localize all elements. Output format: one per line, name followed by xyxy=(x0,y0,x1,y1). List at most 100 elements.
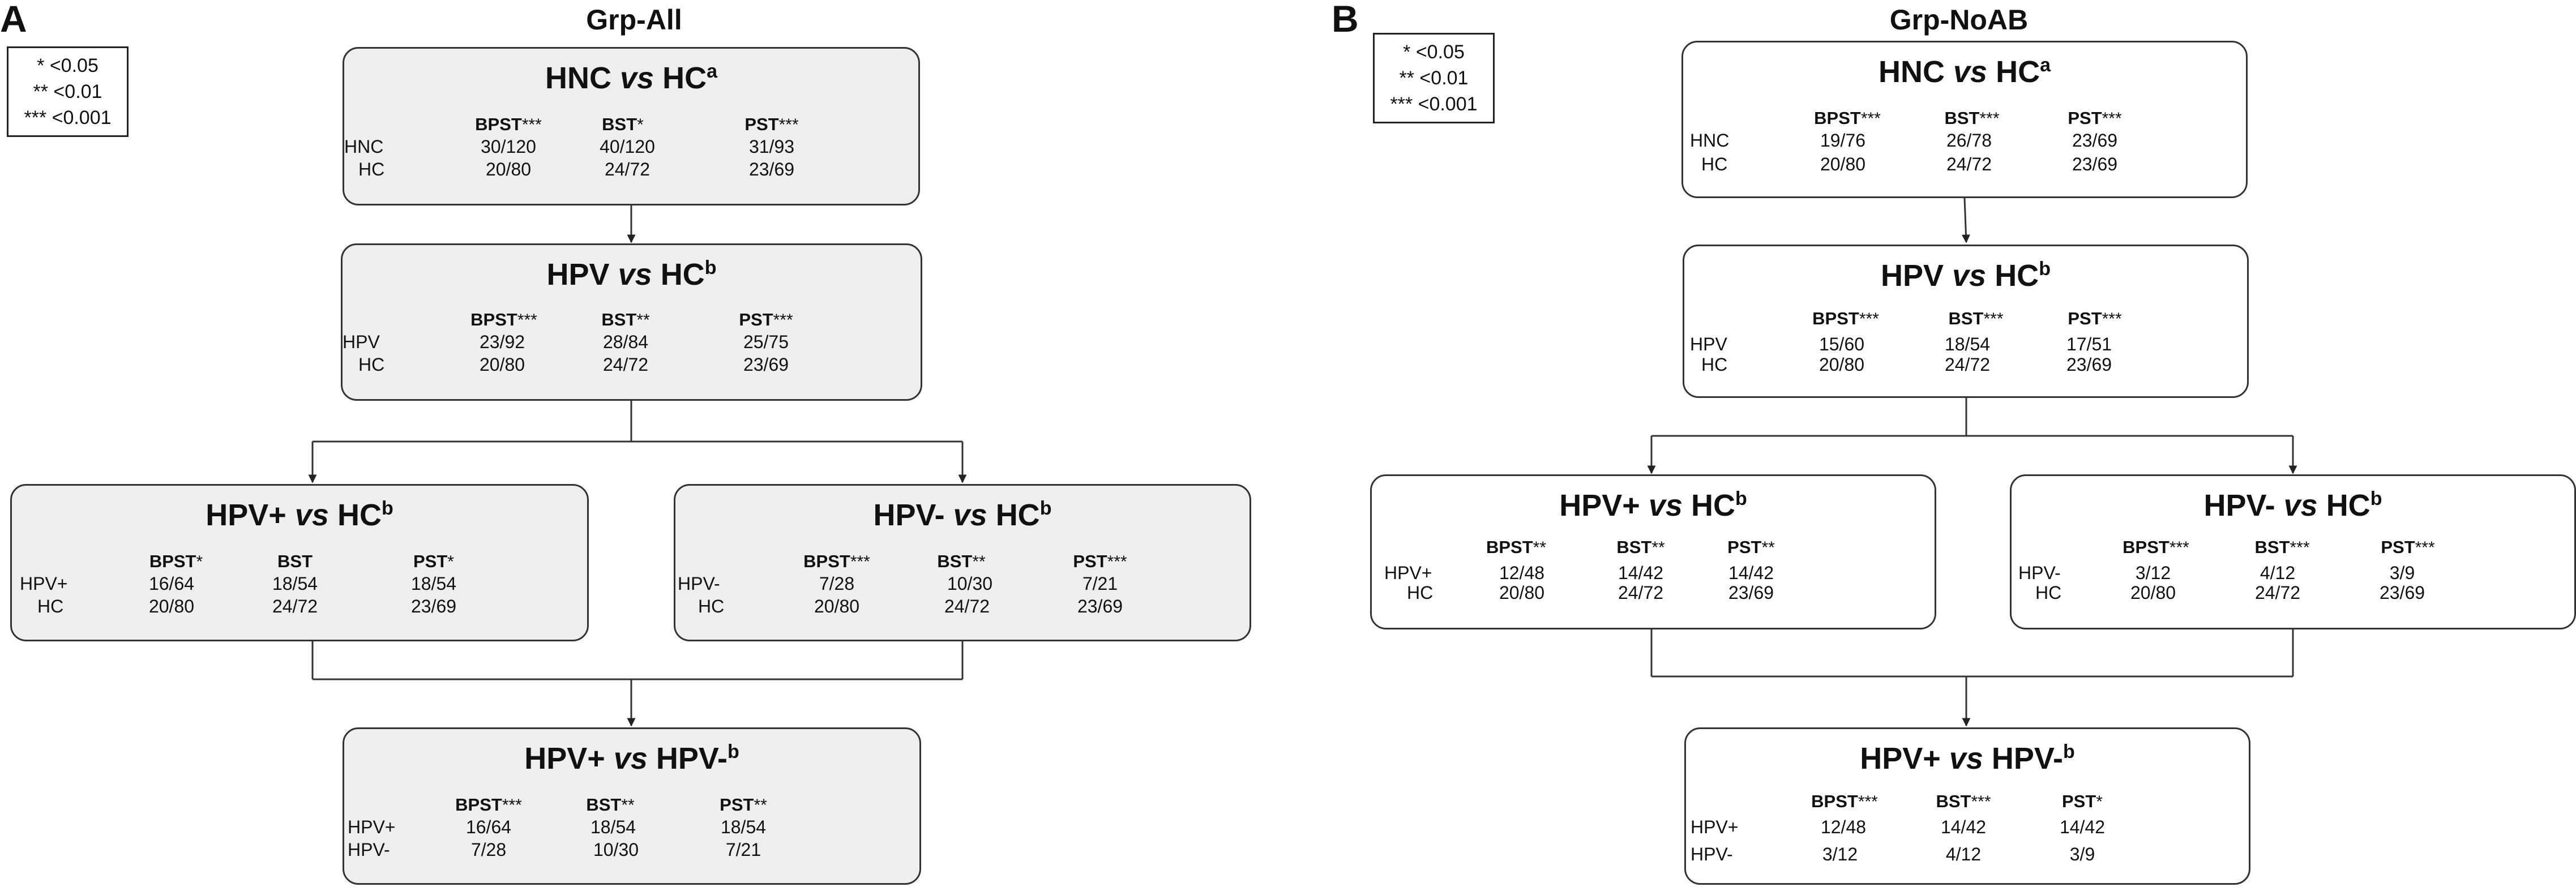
box-title: HPV- vs HCb xyxy=(2203,488,2382,522)
row-label: HPV xyxy=(343,332,380,352)
value-cell: 23/69 xyxy=(2072,154,2118,174)
value-cell: 40/120 xyxy=(600,136,655,157)
value-cell: 23/69 xyxy=(1728,582,1774,603)
legend-line: *** <0.001 xyxy=(1390,93,1478,115)
column-header-bst: BST xyxy=(277,551,313,571)
column-header-bpst: BPST** xyxy=(1486,537,1547,557)
row-label: HPV- xyxy=(1691,844,1733,864)
value-cell: 20/80 xyxy=(479,354,525,375)
value-cell: 28/84 xyxy=(602,332,649,352)
box-title: HPV+ vs HCb xyxy=(1559,488,1747,522)
box-title: HNC vs HCa xyxy=(545,61,718,95)
comparison-box-hpvpos-vs-hpvneg: HPV+ vs HPV-b BPST*** BST*** PST* HPV+ H… xyxy=(1684,727,2250,885)
legend-line: *** <0.001 xyxy=(24,107,112,128)
legend-line: * <0.05 xyxy=(37,55,99,76)
value-cell: 19/76 xyxy=(1820,130,1866,151)
value-cell: 23/69 xyxy=(2072,130,2118,151)
flow-connectors xyxy=(308,205,967,727)
value-cell: 4/12 xyxy=(2260,563,2296,583)
column-header-bpst: BPST*** xyxy=(455,795,522,815)
column-header-bst: BST** xyxy=(586,795,635,815)
row-label: HC xyxy=(37,596,64,616)
value-cell: 20/80 xyxy=(814,596,860,616)
row-label: HC xyxy=(1407,582,1434,603)
value-cell: 23/69 xyxy=(748,159,795,179)
row-label: HC xyxy=(358,354,385,375)
value-cell: 24/72 xyxy=(604,159,651,179)
box-title: HPV+ vs HPV-b xyxy=(1860,741,2075,776)
value-cell: 24/72 xyxy=(1618,582,1664,603)
row-label: HPV- xyxy=(2018,563,2061,583)
column-header-bst: BST*** xyxy=(1936,791,1991,811)
row-label: HNC xyxy=(344,136,384,157)
value-cell: 7/28 xyxy=(819,573,855,594)
value-cell: 10/30 xyxy=(947,573,993,594)
significance-legend: * <0.05 ** <0.01 *** <0.001 xyxy=(1373,33,1495,123)
column-header-bst: BST** xyxy=(1616,537,1665,557)
value-cell: 23/69 xyxy=(743,354,789,375)
value-cell: 23/69 xyxy=(2066,354,2112,375)
arrow-hnc-to-hpv xyxy=(1961,198,1970,243)
value-cell: 18/54 xyxy=(720,817,767,837)
value-cell: 4/12 xyxy=(1945,844,1982,864)
comparison-box-hnc-vs-hc: HNC vs HCa BPST*** BST*** PST*** HNC HC … xyxy=(1681,41,2248,198)
row-label: HPV+ xyxy=(1691,817,1739,837)
value-cell: 20/80 xyxy=(148,596,195,616)
panel-b: B Grp-NoAB * <0.05 ** <0.01 *** <0.001 H… xyxy=(1302,0,2576,891)
column-header-bpst: BPST*** xyxy=(803,551,870,571)
row-label: HPV- xyxy=(678,573,720,594)
legend-line: ** <0.01 xyxy=(1399,67,1469,89)
column-header-bpst: BPST*** xyxy=(1812,309,1879,328)
box-title: HPV+ vs HPV-b xyxy=(524,741,739,776)
value-cell: 12/48 xyxy=(1499,563,1545,583)
box-title: HPV vs HCb xyxy=(1881,258,2051,293)
value-cell: 17/51 xyxy=(2066,334,2112,354)
value-cell: 20/80 xyxy=(1820,154,1866,174)
legend-line: ** <0.01 xyxy=(33,81,102,102)
column-header-bpst: BPST*** xyxy=(2123,537,2189,557)
comparison-box-hpv-vs-hc: HPV vs HCb BPST*** BST*** PST*** HPV HC … xyxy=(1683,245,2249,398)
value-cell: 20/80 xyxy=(2130,582,2176,603)
value-cell: 25/75 xyxy=(743,332,789,352)
column-header-pst: PST*** xyxy=(739,310,793,329)
value-cell: 23/69 xyxy=(410,596,457,616)
panel-letter: B xyxy=(1332,0,1359,40)
value-cell: 26/78 xyxy=(1946,130,1992,151)
row-label: HNC xyxy=(1690,130,1730,151)
comparison-box-hpvpos-vs-hc: HPV+ vs HCb BPST* BST PST* HPV+ HC 16/64… xyxy=(10,484,589,641)
value-cell: 23/69 xyxy=(1077,596,1123,616)
value-cell: 24/72 xyxy=(2254,582,2301,603)
box-title: HPV+ vs HCb xyxy=(206,498,393,532)
row-label: HPV+ xyxy=(348,817,396,837)
value-cell: 7/21 xyxy=(725,839,761,860)
legend-line: * <0.05 xyxy=(1403,41,1465,63)
value-cell: 3/12 xyxy=(2135,563,2171,583)
column-header-bpst: BPST*** xyxy=(470,310,537,329)
column-header-bst: BST* xyxy=(602,114,644,134)
value-cell: 23/69 xyxy=(2379,582,2425,603)
value-cell: 14/42 xyxy=(1728,563,1774,583)
column-header-bst: BST*** xyxy=(1948,309,2004,328)
comparison-box-hpvpos-vs-hc: HPV+ vs HCb BPST** BST** PST** HPV+ HC 1… xyxy=(1370,474,1936,629)
row-label: HPV+ xyxy=(1384,563,1432,583)
value-cell: 18/54 xyxy=(1944,334,1991,354)
significance-legend: * <0.05 ** <0.01 *** <0.001 xyxy=(7,46,129,137)
value-cell: 24/72 xyxy=(272,596,318,616)
flow-connectors xyxy=(1647,198,2297,727)
value-cell: 20/80 xyxy=(485,159,532,179)
value-cell: 30/120 xyxy=(481,136,536,157)
value-cell: 15/60 xyxy=(1818,334,1865,354)
column-header-bpst: BPST*** xyxy=(475,114,542,134)
box-title: HNC vs HCa xyxy=(1878,54,2051,89)
comparison-box-hnc-vs-hc: HNC vs HCa BPST*** BST* PST*** HNC HC 30… xyxy=(343,47,920,205)
value-cell: 14/42 xyxy=(1940,817,1987,837)
row-label: HC xyxy=(1701,154,1728,174)
value-cell: 20/80 xyxy=(1499,582,1545,603)
value-cell: 16/64 xyxy=(465,817,512,837)
row-label: HPV- xyxy=(348,839,390,860)
column-header-bst: BST*** xyxy=(1944,108,2000,128)
value-cell: 18/54 xyxy=(272,573,318,594)
panel-letter: A xyxy=(0,0,27,40)
column-header-pst: PST*** xyxy=(2068,309,2122,328)
value-cell: 3/9 xyxy=(2069,844,2095,864)
